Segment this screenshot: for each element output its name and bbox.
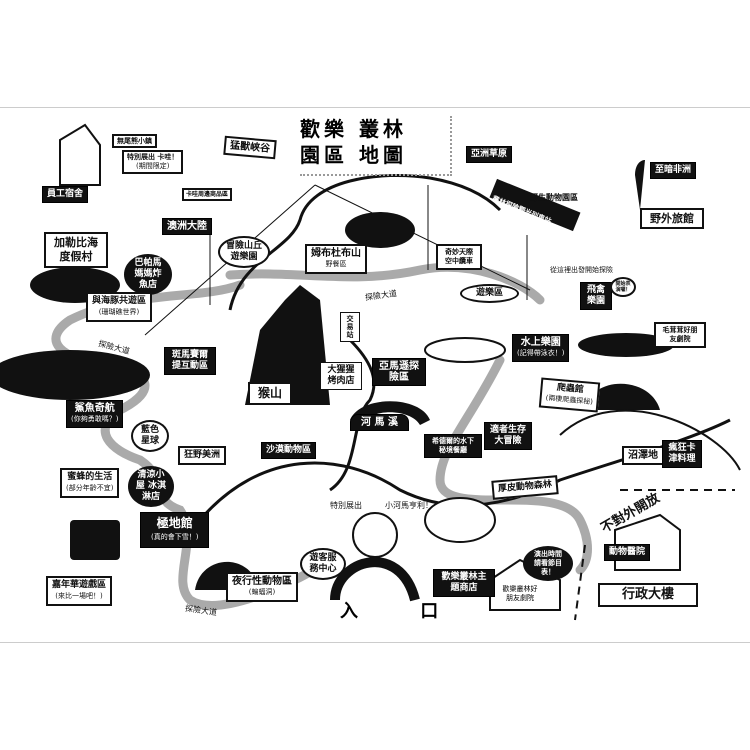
safari-label[interactable]: 野生動物園區 xyxy=(530,193,578,202)
shark-label: 鯊魚奇航 xyxy=(74,403,115,414)
water-park-sign[interactable]: 水上樂園(記得帶泳衣！) xyxy=(512,334,570,362)
showtime-bubble: 演出時間 請看節目表！ xyxy=(523,546,573,581)
wild-america-sign[interactable]: 狂野美洲 xyxy=(178,446,227,465)
picnic-label: 姆布杜布山 xyxy=(311,248,361,259)
restricted-boundary xyxy=(559,409,741,471)
map-title: 歡樂 叢林 園區 地圖 xyxy=(300,116,452,176)
aviary-sign[interactable]: 飛禽樂園 xyxy=(580,282,612,310)
elephant xyxy=(424,497,496,543)
picnic-area xyxy=(345,212,415,248)
monkey-face xyxy=(352,512,398,558)
australia-sign[interactable]: 澳洲大陸 xyxy=(162,218,212,235)
bee-label: 蜜蜂的生活 xyxy=(67,472,113,482)
polar-label: 極地館 xyxy=(156,516,193,530)
blue-planet-label[interactable]: 藍色星球 xyxy=(131,420,169,452)
koala-town-sign[interactable]: 無尾熊小鎮 xyxy=(112,134,157,148)
polar-sign[interactable]: 極地館 (真的會下雪！) xyxy=(140,512,210,548)
lodge-box[interactable]: 野外旅館 xyxy=(640,208,704,229)
caribbean-resort-box[interactable]: 加勒比海度假村 xyxy=(44,232,108,268)
dolphin-label: 與海豚共遊區 xyxy=(92,296,147,306)
dolphin-sign[interactable]: 與海豚共遊區 (珊瑚礁世界) xyxy=(86,292,153,322)
carnival-sign[interactable]: 嘉年華遊戲區 (來比一場吧！) xyxy=(46,576,113,606)
ice-cream-label[interactable]: 清涼小屋 冰淇淋店 xyxy=(128,466,174,507)
restricted-dashed-line-2 xyxy=(574,544,586,621)
monkey-hill-sign[interactable]: 猴山 xyxy=(248,382,293,405)
title-line2: 園區 地圖 xyxy=(300,143,407,167)
theater-label[interactable]: 歡樂叢林好朋友劇院 xyxy=(502,585,538,602)
rides-label[interactable]: 遊樂區 xyxy=(460,284,520,303)
admin-building-box[interactable]: 行政大樓 xyxy=(598,583,699,607)
picnic-sub: 野餐區 xyxy=(325,260,347,268)
skyway-sign[interactable]: 奇妙天際空中纜車 xyxy=(436,244,482,270)
cajun-sign[interactable]: 瘋狂卡津料理 xyxy=(662,440,702,468)
trading-post-label[interactable]: 交易站 xyxy=(340,312,360,342)
furry-theater-stage xyxy=(578,333,674,357)
monkey-mountain xyxy=(245,285,330,405)
dolphin-sub: (珊瑚礁世界) xyxy=(98,308,140,316)
map-shapes xyxy=(0,160,674,590)
water-park-sub: (記得帶泳衣！) xyxy=(517,349,565,357)
shark-sub: (你夠勇敢嗎？) xyxy=(71,415,119,423)
nocturnal-label: 夜行性動物區 xyxy=(232,576,292,587)
carnival-label: 嘉年華遊戲區 xyxy=(52,580,107,590)
underwater-restaurant-sign[interactable]: 希德爾的水下秘境餐廳 xyxy=(424,434,482,458)
africa-sign[interactable]: 至暗非洲 xyxy=(650,162,697,179)
map-frame xyxy=(0,107,750,643)
gorilla-bbq-label[interactable]: 大猩猩烤肉店 xyxy=(320,362,362,390)
nocturnal-sub: (蝙蝠洞) xyxy=(248,588,276,596)
start-here-label: 從這裡出發開始探險 xyxy=(550,266,613,274)
asia-sign[interactable]: 亞洲草原 xyxy=(466,146,513,163)
fish-shop-label[interactable]: 巴帕馬媽媽炸魚店 xyxy=(124,254,172,295)
dorm-building xyxy=(59,123,101,186)
bee-sign[interactable]: 蜜蜂的生活 (部分年齡不宜) xyxy=(60,468,120,498)
zebra-sign[interactable]: 斑馬賽爾提互動區 xyxy=(164,347,216,375)
koala-shop-sign[interactable]: 卡哇周邊商品區 xyxy=(182,188,233,201)
adventure-hill-label[interactable]: 冒險山丘遊樂園 xyxy=(218,236,270,268)
special-show-label: 特別展出 xyxy=(330,501,362,510)
swamp-sign[interactable]: 沼澤地 xyxy=(622,446,664,465)
picnic-sign[interactable]: 姆布杜布山野餐區 xyxy=(305,244,367,274)
shark-pool xyxy=(0,350,150,400)
polar-sub: (真的會下雪！) xyxy=(151,533,199,541)
amazon-sign[interactable]: 亞馬遜探險區 xyxy=(372,358,426,386)
staff-dorm-sign[interactable]: 員工宿舍 xyxy=(42,186,89,203)
koala-special-label: 特別展出 卡哇！ xyxy=(127,153,179,161)
koala-special-sub: (期間限定) xyxy=(135,162,170,170)
theme-shop-sign[interactable]: 歡樂叢林主題商店 xyxy=(433,569,495,597)
hippo-arch xyxy=(350,401,430,425)
train-station xyxy=(489,178,581,232)
baby-hippo-label: 小河馬亨利！ xyxy=(385,501,433,510)
koala-special-sign[interactable]: 特別展出 卡哇！(期間限定) xyxy=(122,150,184,174)
carnival-sub: (來比一場吧！) xyxy=(55,592,103,600)
africa-shape xyxy=(635,160,645,210)
vet-sign[interactable]: 動物醫院 xyxy=(604,544,651,561)
water-park-label: 水上樂園 xyxy=(520,337,561,348)
reptile-sign[interactable]: 爬蟲館(兩棲爬蟲探秘) xyxy=(538,377,601,413)
visitor-center-label[interactable]: 遊客服務中心 xyxy=(300,548,346,580)
hippo-creek-sign[interactable]: 河 馬 溪 xyxy=(350,414,409,431)
shark-sign[interactable]: 鯊魚奇航(你夠勇敢嗎？) xyxy=(66,400,124,428)
turtle-shell xyxy=(585,383,660,410)
bee-sub: (部分年齡不宜) xyxy=(66,484,114,492)
title-line1: 歡樂 叢林 xyxy=(300,117,407,141)
desert-sign[interactable]: 沙漠動物區 xyxy=(261,442,317,459)
entrance-label[interactable]: 入 口 xyxy=(340,601,467,622)
water-park-pool xyxy=(424,337,506,363)
bird-speech-bubble: 開始表演囉！ xyxy=(610,277,636,297)
entrance-arch xyxy=(330,557,420,602)
polar-drum xyxy=(70,520,120,560)
furry-theater-sign[interactable]: 毛茸茸好朋友劇院 xyxy=(654,322,706,348)
survival-sign[interactable]: 適者生存大冒險 xyxy=(484,422,532,450)
nocturnal-sign[interactable]: 夜行性動物區(蝙蝠洞) xyxy=(226,572,298,602)
reptile-sub: (兩棲爬蟲探秘) xyxy=(545,393,594,407)
